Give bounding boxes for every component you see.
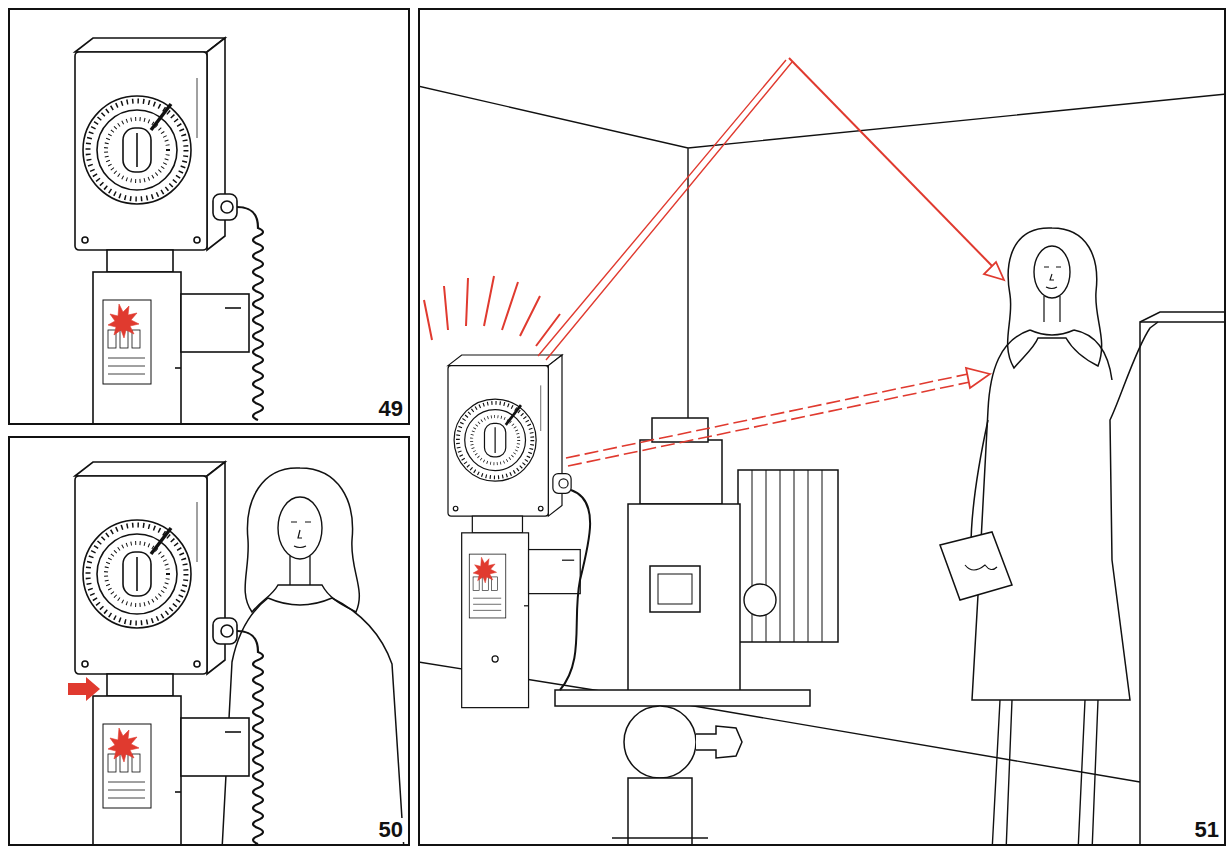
ray-arrowhead xyxy=(984,262,1004,280)
figure-panel: 51 xyxy=(418,8,1226,846)
flash-unit xyxy=(448,355,580,708)
viewfinder xyxy=(640,440,722,504)
lens-knob xyxy=(744,584,776,616)
flash-unit xyxy=(75,38,249,423)
woman-legs xyxy=(992,700,1098,844)
flash-cable xyxy=(560,490,590,690)
figure-panel: 49 xyxy=(8,8,410,425)
panel-number-holder: 49 xyxy=(377,397,405,421)
camera-window xyxy=(650,566,700,612)
panel-50-art xyxy=(68,462,404,844)
hand xyxy=(965,565,997,570)
woman-dress xyxy=(972,322,1158,700)
panel-51-art xyxy=(420,58,1224,844)
figure-panel: 50 xyxy=(8,436,410,846)
bellows xyxy=(738,470,838,642)
camera-window-inner xyxy=(658,574,692,604)
figure-number: 51 xyxy=(1193,818,1221,842)
bounce-ray-down xyxy=(789,58,996,270)
woman-hair xyxy=(1008,228,1102,368)
panel-49-art xyxy=(75,38,263,423)
coiled-cable xyxy=(237,207,263,420)
woman-neck xyxy=(1044,296,1060,322)
panel-number-holder: 51 xyxy=(1193,818,1221,842)
woman-face xyxy=(278,497,322,559)
camera-body xyxy=(628,504,740,692)
bounce-ray-up xyxy=(538,60,792,360)
clutch-bag xyxy=(940,532,1012,600)
figure-number: 50 xyxy=(377,818,405,842)
tripod-collar xyxy=(612,837,708,839)
room-corner xyxy=(420,86,1224,782)
woman-neck xyxy=(290,556,310,585)
woman-hair xyxy=(245,468,359,612)
coiled-cable xyxy=(237,631,263,844)
direct-ray xyxy=(566,374,970,466)
flash-unit xyxy=(75,462,249,844)
plinth xyxy=(1140,322,1224,844)
ball-head-knob xyxy=(696,726,742,758)
ball-head xyxy=(624,706,696,778)
flash-bracket xyxy=(555,690,810,706)
plinth-top xyxy=(1140,312,1224,322)
woman-face xyxy=(1034,246,1070,298)
tripod-column xyxy=(628,778,692,844)
woman-features xyxy=(1044,267,1061,289)
panel-number-holder: 50 xyxy=(377,818,405,842)
figure-number: 49 xyxy=(377,397,405,421)
woman-features xyxy=(291,522,311,548)
ray-arrowhead xyxy=(966,368,990,388)
pointer-arrow xyxy=(68,677,100,701)
flash-burst xyxy=(424,276,560,346)
